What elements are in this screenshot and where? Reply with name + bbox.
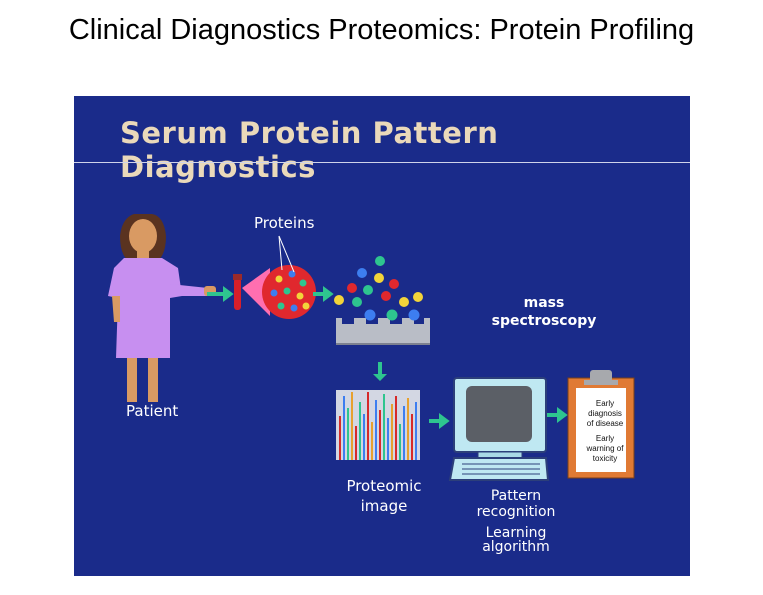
clipboard-item1-line3: of disease bbox=[586, 419, 624, 428]
clipboard-item2-line3: toxicity bbox=[592, 454, 618, 463]
learning-algorithm-label: Learning algorithm bbox=[446, 526, 586, 554]
diagram-slide: Serum Protein Pattern Diagnostics bbox=[74, 96, 690, 576]
learning-algorithm-line2: algorithm bbox=[482, 539, 550, 555]
pattern-recognition-line2: recognition bbox=[476, 504, 556, 520]
diagram-artwork bbox=[108, 214, 635, 481]
arrow-computer-to-clipboard bbox=[547, 407, 568, 423]
proteomic-image-label: Proteomic image bbox=[324, 476, 444, 516]
clipboard-item2-line1: Early bbox=[595, 434, 615, 443]
spectrum-image-icon bbox=[336, 390, 420, 460]
blood-tube-icon bbox=[233, 274, 242, 310]
arrow-patient-to-tube bbox=[207, 286, 234, 302]
mass-spectroscopy-label: mass spectroscopy bbox=[464, 294, 624, 330]
clipboard-item1-line2: diagnosis bbox=[588, 409, 622, 418]
protein-magnifier-icon bbox=[262, 265, 316, 319]
proteomic-image-line2: image bbox=[360, 497, 408, 515]
clipboard-item-early-warning: Early warning of toxicity bbox=[582, 434, 628, 464]
patient-figure-icon bbox=[108, 214, 216, 402]
page-title-line: Clinical Diagnostics Proteomics: Protein… bbox=[68, 14, 695, 46]
arrow-plate-to-spectrum bbox=[373, 362, 387, 381]
title-divider bbox=[74, 162, 690, 163]
proteins-label: Proteins bbox=[254, 214, 315, 232]
page-title: Clinical Diagnostics Proteomics: Protein… bbox=[0, 12, 763, 49]
patient-label: Patient bbox=[126, 402, 179, 420]
proteomic-image-line1: Proteomic bbox=[346, 477, 422, 495]
computer-icon bbox=[448, 377, 550, 481]
mass-spectroscopy-line2: spectroscopy bbox=[491, 313, 597, 329]
clipboard-item1-line1: Early bbox=[595, 399, 615, 408]
learning-algorithm-line1: Learning bbox=[485, 525, 547, 541]
magnifier-cone bbox=[242, 268, 270, 316]
pattern-recognition-line1: Pattern bbox=[490, 488, 542, 504]
mass-spec-plate-icon bbox=[336, 309, 430, 345]
slide-title: Serum Protein Pattern Diagnostics bbox=[120, 116, 499, 184]
arrow-circle-to-molecules bbox=[313, 286, 334, 302]
arrow-spectrum-to-computer bbox=[429, 413, 450, 429]
mass-spectroscopy-line1: mass bbox=[523, 295, 565, 311]
clipboard-item-early-diagnosis: Early diagnosis of disease bbox=[582, 399, 628, 429]
pattern-recognition-label: Pattern recognition bbox=[446, 488, 586, 520]
protein-molecules-icon bbox=[334, 256, 423, 307]
clipboard-item2-line2: warning of bbox=[586, 444, 624, 453]
clipboard-icon bbox=[567, 370, 635, 479]
